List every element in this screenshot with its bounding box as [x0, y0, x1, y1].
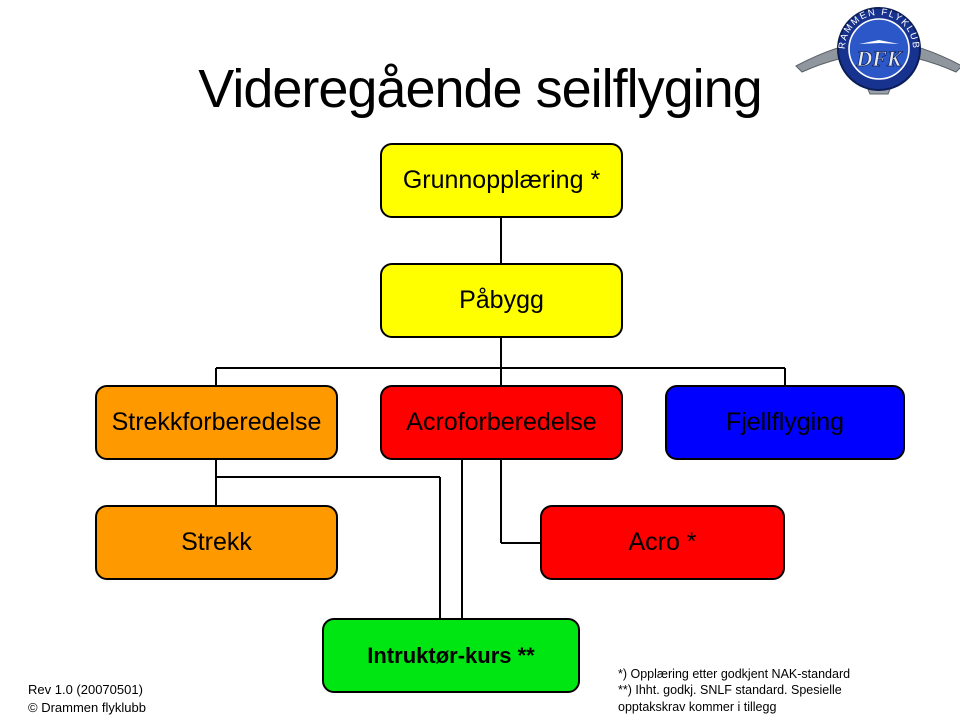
node-grunnopplaering: Grunnopplæring * — [380, 143, 623, 218]
node-label: Acroforberedelse — [406, 408, 597, 436]
node-label: Strekk — [181, 528, 252, 556]
node-label: Grunnopplæring * — [402, 166, 601, 194]
footnotes: *) Opplæring etter godkjent NAK-standard… — [618, 666, 850, 715]
glider-icon — [859, 40, 899, 44]
node-label: Acro * — [628, 528, 697, 556]
node-label: Fjellflyging — [725, 408, 845, 436]
badge-inner-circle — [848, 18, 910, 80]
footer-left: Rev 1.0 (20070501) © Drammen flyklubb — [28, 681, 146, 716]
page-title: Videregående seilflyging — [198, 59, 762, 119]
node-strekkforberedelse: Strekkforberedelse — [95, 385, 338, 460]
footnote-line: *) Opplæring etter godkjent NAK-standard — [618, 667, 851, 681]
logo-monogram: DFK — [855, 46, 903, 71]
club-logo: DRAMMEN FLYKLUBB DFK — [794, 2, 960, 95]
footnote-line: opptakskrav kommer i tillegg — [618, 699, 777, 714]
node-paabygg: Påbygg — [380, 263, 623, 338]
revision-text: Rev 1.0 (20070501) — [28, 682, 143, 697]
node-instruktorkurs: Intruktør-kurs ** — [322, 618, 580, 693]
footnote-line: **) Ihht. godkj. SNLF standard. Spesiell… — [618, 683, 842, 698]
node-strekk: Strekk — [95, 505, 338, 580]
node-label: Intruktør-kurs ** — [367, 642, 535, 668]
node-acroforberedelse: Acroforberedelse — [380, 385, 623, 460]
node-label: Strekkforberedelse — [111, 408, 322, 436]
node-acro: Acro * — [540, 505, 785, 580]
copyright-text: © Drammen flyklubb — [28, 699, 146, 715]
node-label: Påbygg — [459, 286, 544, 314]
node-fjellflyging: Fjellflyging — [665, 385, 905, 460]
